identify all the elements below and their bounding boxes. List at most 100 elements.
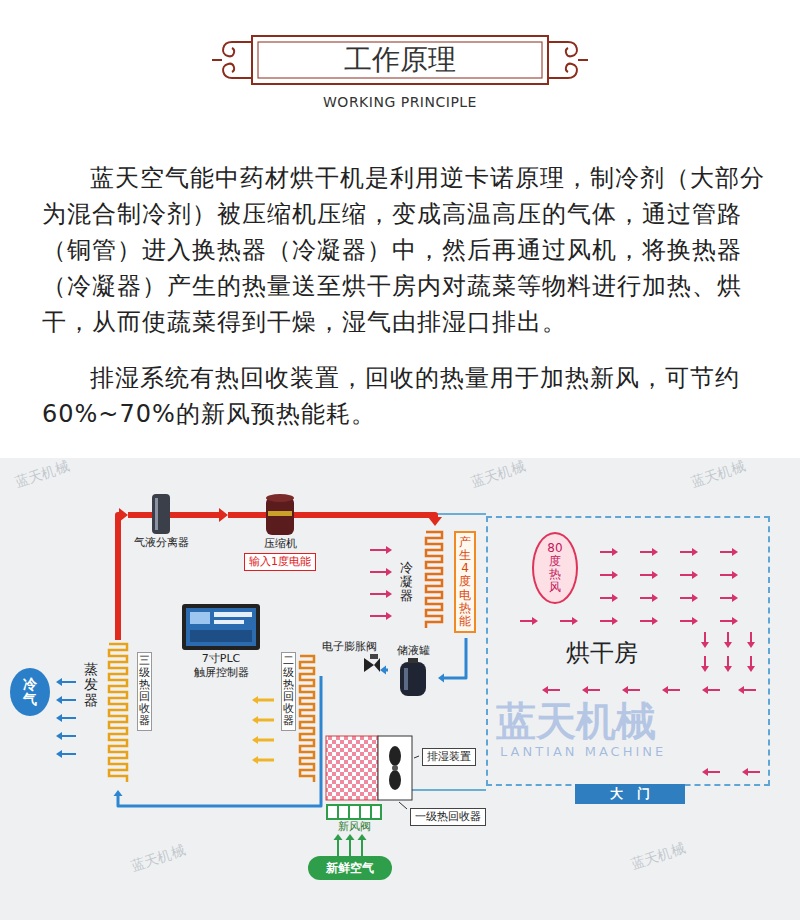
airflow-arrows bbox=[56, 546, 760, 776]
node-text: 80度热风 bbox=[547, 542, 564, 595]
pipe-connector bbox=[380, 666, 388, 675]
receiver-tank-icon bbox=[388, 658, 438, 698]
separator-icon bbox=[128, 492, 194, 536]
flow-arrow-head bbox=[701, 666, 709, 672]
compressor: 压缩机输入1度电能 bbox=[228, 493, 332, 571]
flow-arrow bbox=[680, 574, 692, 576]
watermark: LANTIAN MACHINE bbox=[500, 744, 666, 760]
node-text: 储液罐 bbox=[397, 644, 430, 658]
flow-arrow bbox=[258, 759, 274, 762]
flow-arrow bbox=[704, 632, 706, 642]
flow-arrow-head bbox=[582, 686, 588, 694]
flow-arrow bbox=[708, 771, 720, 773]
arrow-head bbox=[358, 834, 367, 840]
flow-arrow bbox=[62, 699, 76, 701]
flow-arrow-head bbox=[732, 548, 738, 556]
node-text: 排湿装置 bbox=[427, 750, 471, 764]
flow-arrow bbox=[744, 689, 756, 691]
flow-arrow-head bbox=[724, 642, 732, 648]
flow-arrow-head bbox=[612, 617, 618, 625]
flow-arrow bbox=[727, 656, 729, 666]
flow-arrow-head bbox=[56, 714, 62, 722]
flow-arrow-head bbox=[56, 678, 62, 686]
watermark: 蓝天机械 bbox=[629, 840, 688, 874]
flow-arrow bbox=[548, 689, 560, 691]
flow-arrow bbox=[750, 656, 752, 666]
heat-recovery-2: 二级热回收器 bbox=[280, 652, 318, 790]
flow-arrow bbox=[680, 620, 692, 622]
flow-arrow bbox=[370, 615, 386, 617]
heat-recovery-1-label-box: 一级热回收器 bbox=[410, 808, 486, 826]
node-text: 压缩机 bbox=[264, 537, 297, 551]
flow-arrow bbox=[62, 753, 76, 755]
pipe-line bbox=[444, 638, 466, 678]
flow-arrow-head bbox=[747, 666, 755, 672]
separator: 气液分离器 bbox=[128, 492, 194, 550]
arrow-head bbox=[346, 834, 355, 840]
touchscreen-icon bbox=[176, 602, 266, 652]
flow-arrow-head bbox=[652, 571, 658, 579]
pipe-connector bbox=[358, 834, 367, 856]
flow-arrow-head bbox=[692, 594, 698, 602]
flow-arrow-head bbox=[252, 756, 258, 764]
flow-arrow bbox=[640, 574, 652, 576]
node-text: 一级热回收器 bbox=[415, 810, 481, 824]
watermark: 蓝天机械 bbox=[689, 458, 748, 492]
flow-arrow-head bbox=[692, 548, 698, 556]
flow-arrow bbox=[258, 699, 274, 702]
flow-arrow-head bbox=[252, 696, 258, 704]
drying-room: 烘干房80度热风 bbox=[486, 516, 770, 786]
pipe-connector bbox=[332, 515, 442, 526]
flow-arrow-head bbox=[652, 548, 658, 556]
node-text: 蒸发器 bbox=[84, 662, 98, 708]
node-text: 二级热回收器 bbox=[281, 652, 296, 731]
flow-arrow-head bbox=[692, 571, 698, 579]
arrow-head bbox=[438, 674, 444, 683]
flow-arrow bbox=[600, 597, 612, 599]
flow-arrow bbox=[708, 689, 720, 691]
flow-arrow-head bbox=[56, 696, 62, 704]
flow-arrow bbox=[600, 574, 612, 576]
flow-arrow bbox=[600, 551, 612, 553]
flow-arrow-head bbox=[542, 686, 548, 694]
flow-arrow-head bbox=[386, 612, 392, 620]
flow-arrow-head bbox=[386, 546, 392, 554]
paragraph: 蓝天空气能中药材烘干机是利用逆卡诺原理，制冷剂（大部分为混合制冷剂）被压缩机压缩… bbox=[42, 160, 768, 340]
fresh-air-badge: 新鲜空气 bbox=[308, 856, 392, 880]
heat-recovery-block bbox=[326, 736, 412, 800]
node-text: 新风阀 bbox=[338, 820, 371, 834]
flow-arrow bbox=[520, 620, 532, 622]
receiver-tank: 储液罐 bbox=[388, 644, 438, 698]
flow-arrow bbox=[668, 689, 680, 691]
title-banner bbox=[212, 36, 588, 84]
flow-arrow bbox=[680, 597, 692, 599]
node-text: 电子膨胀阀 bbox=[322, 640, 377, 654]
node-text: 输入1度电能 bbox=[244, 553, 316, 571]
pipe-connector bbox=[334, 834, 343, 856]
flow-arrow-head bbox=[732, 617, 738, 625]
door-bar: 大门 bbox=[575, 784, 685, 804]
heat-recovery-3: 三级热回收器 bbox=[137, 652, 152, 731]
flow-arrow bbox=[720, 574, 732, 576]
pipe-connector bbox=[438, 638, 466, 683]
flow-arrow-head bbox=[747, 642, 755, 648]
flow-arrow-head bbox=[612, 571, 618, 579]
node-text: 冷气 bbox=[23, 677, 37, 708]
paragraph: 排湿系统有热回收装置，回收的热量用于加热新风，可节约60%~70%的新风预热能耗… bbox=[42, 360, 768, 432]
flow-arrow-head bbox=[662, 686, 668, 694]
fresh-air-valve-grille bbox=[326, 804, 382, 820]
expansion-valve: 电子膨胀阀 bbox=[318, 640, 380, 676]
cold-air-badge: 冷气 bbox=[10, 668, 50, 716]
flow-arrow bbox=[370, 571, 386, 573]
flow-arrow-head bbox=[56, 732, 62, 740]
pipe-line bbox=[332, 515, 435, 517]
flow-arrow-head bbox=[742, 768, 748, 776]
flow-arrow-head bbox=[386, 568, 392, 576]
flow-arrow bbox=[640, 551, 652, 553]
watermark: 蓝天机械 bbox=[469, 458, 528, 492]
flow-arrow-head bbox=[732, 594, 738, 602]
flow-arrow-head bbox=[612, 548, 618, 556]
evaporator: 蒸发器 bbox=[80, 640, 134, 790]
